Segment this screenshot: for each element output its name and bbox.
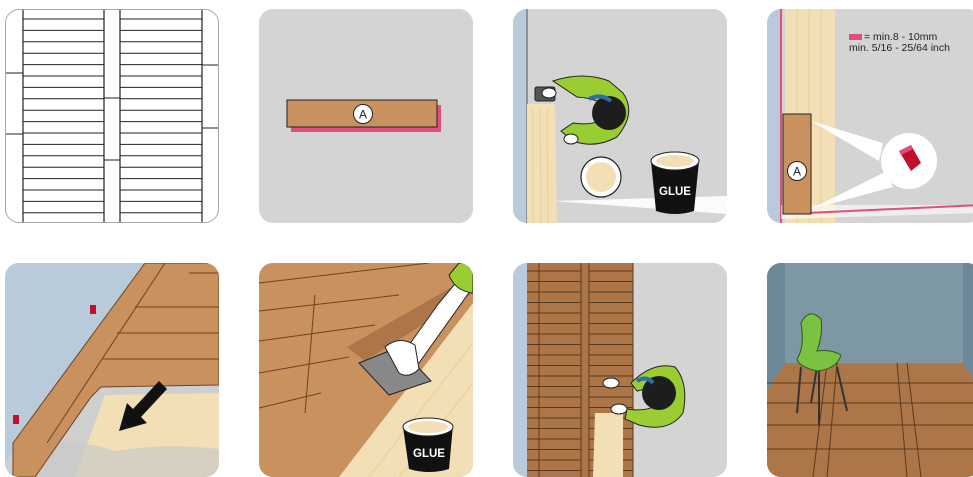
spacer-swatch — [849, 34, 862, 40]
step-2-plank-a: A — [259, 9, 473, 223]
wall-plank-label: A — [793, 165, 801, 179]
glue-label: GLUE — [413, 448, 445, 460]
glue-area — [527, 104, 557, 223]
step-7-continue-laying — [513, 263, 727, 477]
glue-label: GLUE — [659, 186, 691, 198]
step-3-apply-glue: GLUE — [513, 9, 727, 223]
wall — [513, 263, 527, 477]
wall — [767, 9, 781, 223]
wall — [513, 9, 527, 223]
plank-layout-illustration — [6, 10, 219, 223]
finished-floor — [767, 363, 973, 477]
step-5-lay-first-rows — [5, 263, 219, 477]
step-8-finished-floor — [767, 263, 973, 477]
step-1-layout-plan — [5, 9, 219, 223]
step-6-spread-glue: GLUE — [259, 263, 473, 477]
step-4-wall-spacing: A = min.8 - 10mm min. 5/16 - 25/64 inch — [767, 9, 973, 223]
plank-label: A — [359, 108, 367, 122]
spacer — [90, 305, 96, 314]
spacing-legend: = min.8 - 10mm min. 5/16 - 25/64 inch — [849, 32, 950, 54]
person-head — [642, 376, 676, 410]
glue-area — [593, 413, 623, 477]
spacer — [13, 415, 19, 424]
